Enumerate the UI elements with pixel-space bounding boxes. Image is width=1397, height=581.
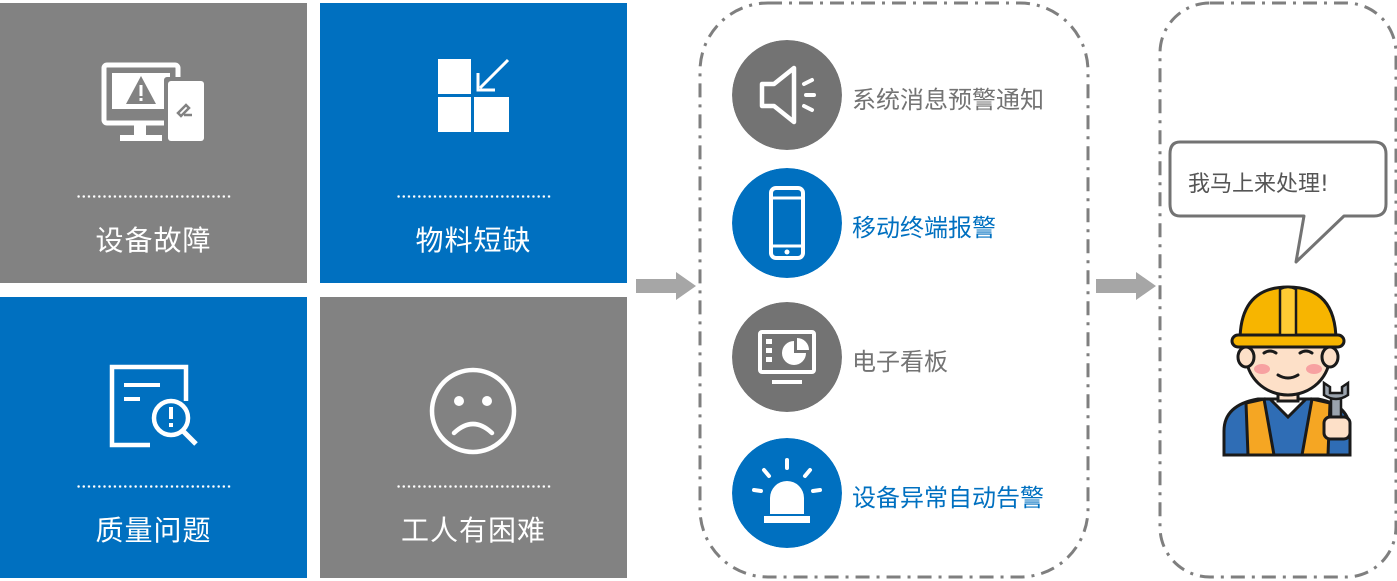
channel-label: 设备异常自动告警 bbox=[852, 484, 1044, 512]
channel-label: 系统消息预警通知 bbox=[852, 86, 1044, 114]
tile-equipment-failure: 设备故障 bbox=[0, 3, 307, 283]
channel-equipment-auto-alarm: 设备异常自动告警 bbox=[732, 438, 1072, 548]
tile-quality-issue: 质量问题 bbox=[0, 297, 307, 578]
dotted-divider bbox=[396, 195, 552, 198]
smartphone-icon bbox=[732, 168, 842, 278]
tile-label: 工人有困难 bbox=[400, 514, 546, 547]
flow-arrow-icon bbox=[636, 272, 696, 300]
response-panel-border bbox=[1158, 1, 1397, 579]
tile-material-shortage: 物料短缺 bbox=[320, 3, 627, 283]
dotted-divider bbox=[396, 485, 552, 488]
computer-warning-icon bbox=[101, 62, 206, 143]
dashboard-monitor-icon bbox=[732, 302, 842, 412]
tile-label: 质量问题 bbox=[95, 514, 212, 547]
flow-arrow-icon bbox=[1096, 272, 1156, 300]
tile-label: 物料短缺 bbox=[415, 224, 532, 257]
worker-icon bbox=[1222, 285, 1352, 457]
speaker-icon bbox=[732, 40, 842, 150]
channel-electronic-board: 电子看板 bbox=[732, 302, 1072, 412]
channel-mobile-alarm: 移动终端报警 bbox=[732, 168, 1072, 278]
channel-label: 移动终端报警 bbox=[852, 214, 996, 242]
tile-worker-difficulty: 工人有困难 bbox=[320, 297, 627, 578]
channel-label: 电子看板 bbox=[852, 348, 948, 376]
blocks-arrow-icon bbox=[438, 58, 510, 132]
channel-system-message: 系统消息预警通知 bbox=[732, 40, 1072, 150]
speech-bubble bbox=[1168, 140, 1388, 264]
tile-label: 设备故障 bbox=[95, 224, 212, 257]
notification-channel-list: 系统消息预警通知 移动终端报警 电子看板 bbox=[732, 40, 1072, 560]
speech-bubble-text: 我马上来处理! bbox=[1188, 172, 1329, 197]
dotted-divider bbox=[76, 485, 232, 488]
document-search-icon bbox=[109, 364, 198, 448]
dotted-divider bbox=[76, 195, 232, 198]
notification-panel-border bbox=[698, 1, 1090, 579]
alarm-light-icon bbox=[732, 438, 842, 548]
sad-face-icon bbox=[429, 367, 517, 455]
